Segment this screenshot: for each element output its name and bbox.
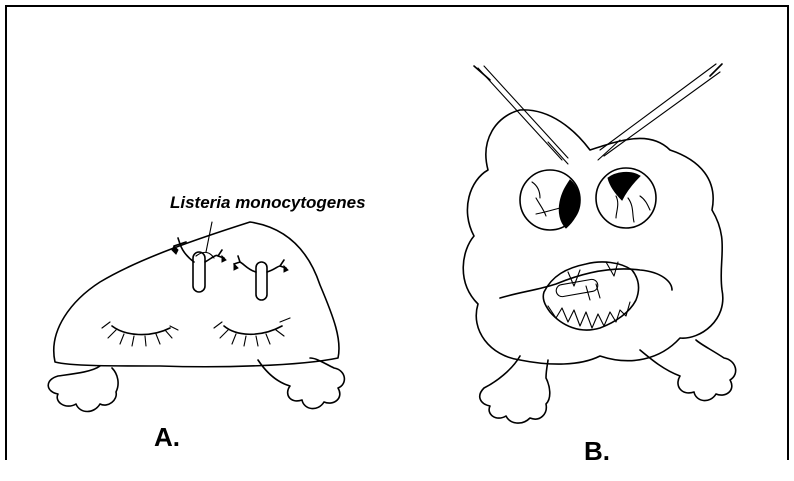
figure-border: [6, 6, 788, 460]
closed-eye-right-icon: [214, 318, 290, 346]
angry-eye-left-icon: [520, 170, 580, 230]
angry-eye-right-icon: [596, 168, 656, 228]
panel-b-cell: B.: [463, 64, 735, 466]
cell-b-right-foot: [640, 340, 736, 401]
cell-a-left-foot: [48, 366, 118, 412]
listeria-bacterium-2-icon: [234, 256, 288, 300]
knife-left-icon: [474, 66, 568, 164]
panel-a-label: A.: [154, 422, 180, 452]
toothy-mouth-icon: [500, 262, 672, 330]
cell-a-body: [54, 222, 339, 367]
panel-a-cell: Listeria monocytogenes A.: [48, 193, 365, 452]
cell-b-left-foot: [480, 356, 550, 423]
panel-b-label: B.: [584, 436, 610, 466]
bacterium-label: Listeria monocytogenes: [170, 193, 366, 212]
listeria-bacterium-1-icon: [172, 238, 226, 292]
closed-eye-left-icon: [102, 322, 178, 346]
knife-right-icon: [598, 64, 722, 160]
